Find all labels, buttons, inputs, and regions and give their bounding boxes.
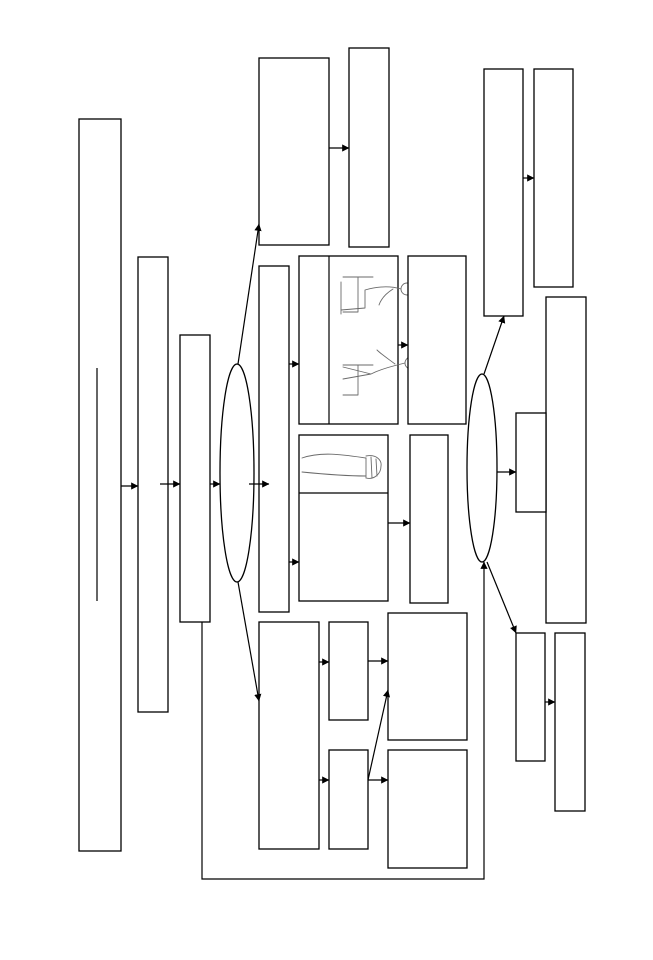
hub-ellipse-right [466, 373, 498, 563]
box-level-3 [179, 334, 211, 623]
box-right-middle-small [515, 412, 547, 513]
panel-sitting-figure [298, 255, 399, 425]
box-top-branch-b [348, 47, 390, 248]
box-right-top-a [483, 68, 524, 317]
box-bottom-result-a [387, 612, 468, 741]
box-bottom-sub-b [328, 749, 369, 850]
panel-leg-figure [298, 434, 389, 602]
arrow-right-hub-to-bottom-a [486, 561, 517, 634]
leg-exercise-sketch-icon [301, 453, 382, 479]
box-right-middle-tall [545, 296, 587, 624]
box-sitting-result [407, 255, 467, 425]
arrow-hub-to-top-branch [237, 223, 262, 365]
box-top-branch-a [258, 57, 330, 246]
arrow-right-hub-to-top-a [483, 315, 506, 375]
box-leg-result [409, 434, 449, 604]
arrow-loop-col3-to-right-hub [201, 561, 488, 880]
box-right-bottom-a [515, 632, 546, 762]
box-far-left-tall [78, 118, 122, 852]
box-right-bottom-b [554, 632, 586, 812]
box-middle-branch [258, 265, 290, 613]
box-bottom-branch [258, 621, 320, 850]
box-right-top-b [533, 68, 574, 288]
arrow-hub-to-bottom-branch [237, 581, 262, 702]
box-bottom-result-b [387, 749, 468, 869]
arrow-sub-b-to-result-a [367, 689, 391, 781]
hub-ellipse-left [219, 363, 255, 583]
box-bottom-sub-a [328, 621, 369, 721]
